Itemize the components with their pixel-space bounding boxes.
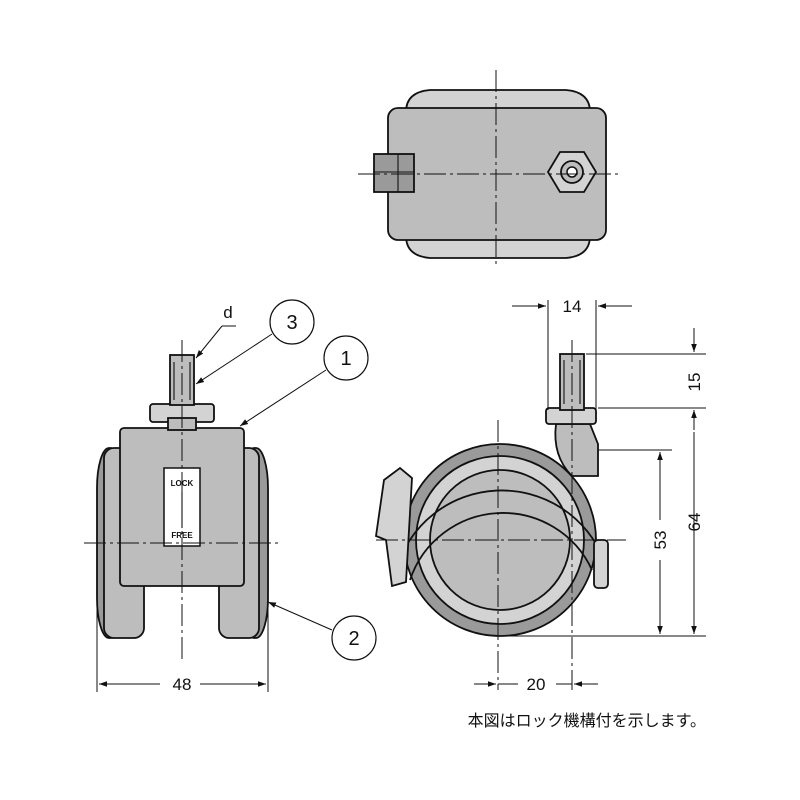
callout-2-text: 2	[348, 628, 359, 650]
side-view-cover	[395, 489, 605, 571]
dimension-stem-14: 14	[512, 297, 632, 410]
callout-2: 2	[267, 601, 377, 661]
callout-1-circle	[323, 335, 369, 381]
free-label: FREE	[171, 531, 193, 540]
callout-1: 1	[239, 335, 369, 427]
dim-64-text: 64	[685, 513, 704, 532]
dim-53-text: 53	[651, 531, 670, 550]
d-symbol-label: d	[223, 303, 232, 322]
front-view: LOCK FREE	[84, 340, 282, 660]
note-text: 本図はロック機構付を示します。	[468, 711, 706, 730]
top-view	[358, 70, 618, 268]
top-view-stem-hole	[566, 166, 578, 178]
side-view	[375, 340, 626, 690]
dim-14-text: 14	[563, 297, 582, 316]
callout-3: 3 d	[195, 299, 315, 385]
dimension-stem-height-15: 15	[586, 328, 706, 430]
callout-1-text: 1	[340, 348, 351, 370]
callout-3-text: 3	[286, 312, 297, 334]
dim-48-text: 48	[173, 675, 192, 694]
dimension-total-64: 64	[500, 432, 706, 637]
top-view-wheel-upper	[405, 89, 591, 113]
side-view-lock-pedal	[375, 466, 413, 588]
side-view-right-cap	[593, 539, 609, 589]
side-view-swivel-neck	[554, 423, 599, 477]
top-view-wheel-lower	[405, 235, 591, 259]
dimension-width-48: 48	[96, 600, 269, 694]
callout-3-circle	[269, 299, 315, 345]
dimension-wheel-53: 53	[598, 449, 672, 634]
dim-15-text: 15	[685, 373, 704, 392]
dim-20-text: 20	[527, 675, 546, 694]
top-view-lock-lever	[373, 153, 415, 193]
dimension-offset-20: 20	[474, 674, 598, 694]
callout-2-circle	[331, 615, 377, 661]
